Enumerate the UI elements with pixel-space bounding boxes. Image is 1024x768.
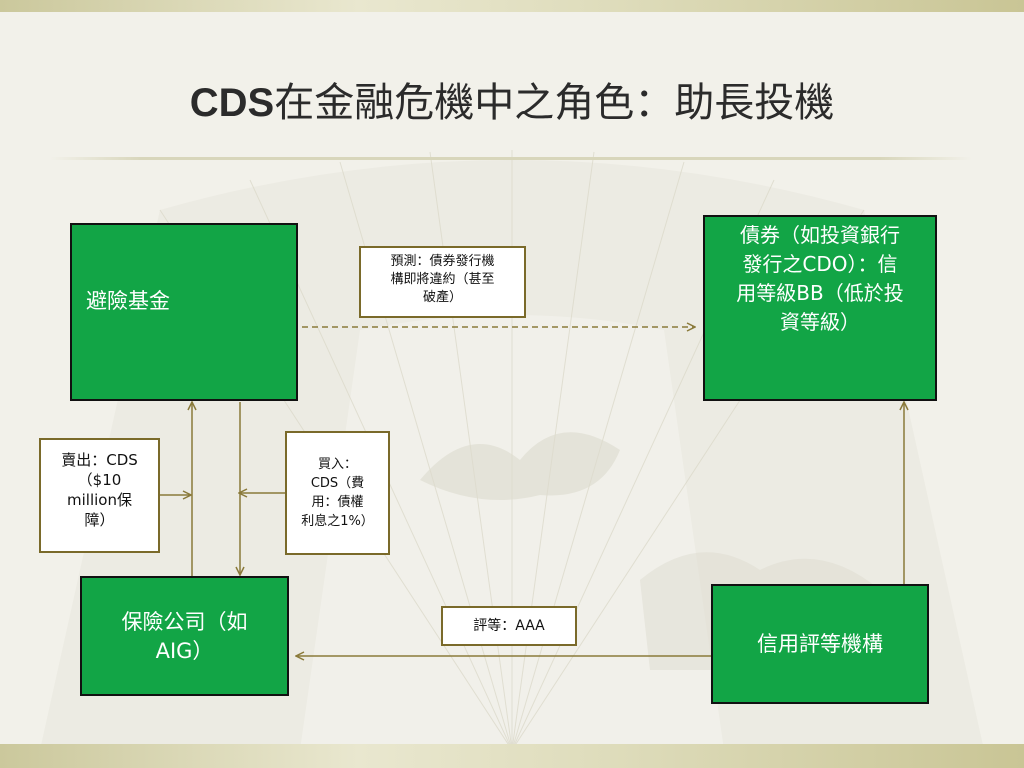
sell-cds-callout-line: 障） (84, 511, 115, 529)
bond-label-line: 用等級BB（低於投 (736, 281, 904, 305)
top-decorative-band (0, 0, 1024, 12)
title-text: 在金融危機中之角色：助長投機 (274, 80, 835, 126)
sell-cds-callout-line: 賣出：CDS (61, 451, 138, 469)
bond-label-line: 發行之CDO）：信 (742, 252, 898, 276)
title-latin: CDS (189, 81, 275, 125)
insurer-label-line: AIG） (155, 639, 214, 663)
buy-cds-callout-line: 買入： (317, 457, 357, 472)
rating-callout: 評等：AAA (441, 606, 577, 646)
sell-cds-callout: 賣出：CDS （$10 million保 障） (39, 438, 160, 553)
rating-callout-label: 評等：AAA (473, 618, 545, 634)
forecast-callout-line: 預測：債券發行機 (390, 254, 495, 269)
sell-cds-callout-line: million保 (67, 491, 132, 509)
bottom-decorative-band (0, 744, 1024, 768)
rating-agency-label: 信用評等機構 (757, 632, 883, 656)
bond-label-line: 資等級） (780, 310, 860, 334)
hedge-fund-box: 避險基金 (70, 223, 298, 401)
sell-cds-callout-line: （$10 (77, 471, 122, 489)
forecast-callout-line: 破產） (422, 290, 462, 305)
insurer-label-line: 保險公司（如 (121, 610, 248, 634)
buy-cds-callout-line: CDS（費 (310, 476, 365, 491)
hedge-fund-label: 避險基金 (86, 289, 170, 313)
insurer-box: 保險公司（如 AIG） (80, 576, 289, 696)
bond-label-line: 債券（如投資銀行 (740, 223, 900, 247)
buy-cds-callout: 買入： CDS（費 用：債權 利息之1%） (285, 431, 390, 555)
forecast-callout: 預測：債券發行機 構即將違約（甚至 破產） (359, 246, 526, 318)
slide-title: CDS在金融危機中之角色：助長投機 (0, 70, 1024, 128)
bond-box: 債券（如投資銀行 發行之CDO）：信 用等級BB（低於投 資等級） (703, 215, 937, 401)
forecast-callout-line: 構即將違約（甚至 (390, 272, 495, 287)
buy-cds-callout-line: 用：債權 (311, 495, 364, 510)
rating-agency-box: 信用評等機構 (711, 584, 929, 704)
title-divider (50, 157, 972, 160)
buy-cds-callout-line: 利息之1%） (301, 514, 374, 529)
